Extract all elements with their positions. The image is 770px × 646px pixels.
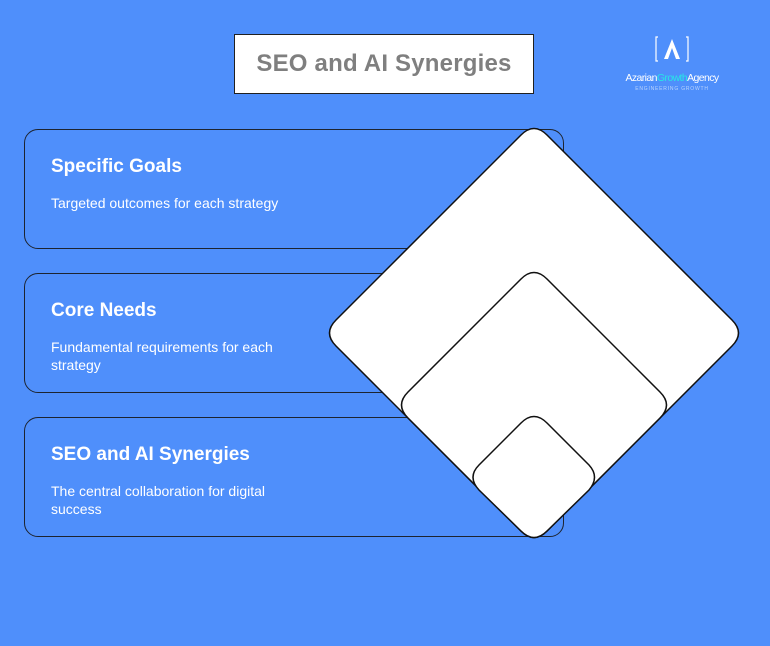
layer-title: Specific Goals <box>51 156 182 177</box>
logo-name-part2: Growth <box>656 72 688 84</box>
layer-card-core-needs: Core Needs Fundamental requirements for … <box>24 273 564 393</box>
layer-card-specific-goals: Specific Goals Targeted outcomes for eac… <box>24 129 564 249</box>
layer-description: Targeted outcomes for each strategy <box>51 195 279 211</box>
logo-wordmark: AzarianGrowthAgency <box>608 72 736 84</box>
page-title: SEO and AI Synergies <box>256 50 512 77</box>
layer-title: Core Needs <box>51 300 157 321</box>
layer-description: Fundamental requirements for each strate… <box>51 339 273 373</box>
layer-card-seo-ai-synergies: SEO and AI Synergies The central collabo… <box>24 417 564 537</box>
brand-logo: AzarianGrowthAgency ENGINEERING GROWTH <box>608 34 736 96</box>
logo-name-part3: Agency <box>687 72 719 84</box>
layer-title: SEO and AI Synergies <box>51 444 250 465</box>
logo-tagline: ENGINEERING GROWTH <box>635 86 709 92</box>
logo-a-icon <box>655 36 689 62</box>
title-box: SEO and AI Synergies <box>234 34 534 94</box>
logo-name-part1: Azarian <box>625 72 657 84</box>
layer-description: The central collaboration for digital su… <box>51 483 266 517</box>
